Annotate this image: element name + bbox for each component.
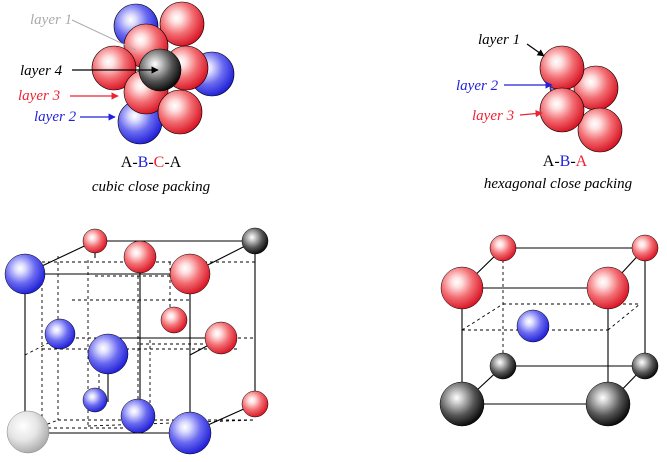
hcp-unit-cell bbox=[439, 234, 659, 427]
sphere-red bbox=[123, 240, 157, 274]
sphere-gray bbox=[6, 410, 50, 454]
sphere-red bbox=[82, 228, 108, 254]
sphere-red bbox=[91, 45, 137, 91]
sphere-red bbox=[169, 253, 211, 295]
sphere-red bbox=[157, 89, 203, 135]
sphere-blue bbox=[168, 411, 212, 455]
sphere-red bbox=[241, 390, 269, 418]
label-layer-2: layer 2 bbox=[34, 109, 77, 125]
ccp-cluster bbox=[91, 1, 235, 145]
sphere-red bbox=[204, 321, 238, 355]
label-layer-4: layer 4 bbox=[20, 63, 63, 79]
sphere-blue bbox=[120, 398, 156, 434]
hcp-sequence: A-B-A bbox=[543, 153, 588, 170]
sphere-red bbox=[489, 234, 517, 262]
sphere-black bbox=[585, 381, 631, 427]
sphere-blue bbox=[516, 309, 550, 343]
sphere-blue bbox=[44, 318, 76, 350]
ccp-layer-pointers bbox=[70, 19, 159, 121]
ccp-caption: cubic close packing bbox=[92, 179, 211, 195]
sphere-red bbox=[586, 266, 630, 310]
ccp-sequence: A-B-C-A bbox=[121, 154, 182, 171]
sphere-red bbox=[577, 107, 623, 153]
sphere-blue bbox=[87, 333, 129, 375]
sphere-black bbox=[631, 352, 659, 380]
hcp-layer-pointers bbox=[504, 43, 553, 118]
hcp-label-layer-3: layer 3 bbox=[472, 108, 514, 124]
sphere-red bbox=[440, 266, 484, 310]
sphere-red bbox=[160, 306, 188, 334]
hcp-label-layer-2: layer 2 bbox=[456, 78, 499, 94]
sphere-blue bbox=[4, 253, 46, 295]
sphere-red bbox=[539, 45, 585, 91]
sphere-blue bbox=[82, 387, 108, 413]
sphere-red bbox=[631, 234, 659, 262]
sphere-black bbox=[439, 381, 485, 427]
label-layer-3: layer 3 bbox=[18, 88, 60, 104]
label-layer-1: layer 1 bbox=[30, 12, 72, 28]
hcp-label-layer-1: layer 1 bbox=[478, 32, 520, 48]
sphere-red bbox=[539, 87, 585, 133]
sphere-red bbox=[159, 1, 205, 47]
fcc-unit-cell bbox=[4, 227, 269, 455]
hcp-caption: hexagonal close packing bbox=[484, 176, 633, 192]
sphere-black bbox=[489, 352, 517, 380]
hcp-cluster bbox=[539, 45, 623, 153]
sphere-black bbox=[241, 227, 269, 255]
